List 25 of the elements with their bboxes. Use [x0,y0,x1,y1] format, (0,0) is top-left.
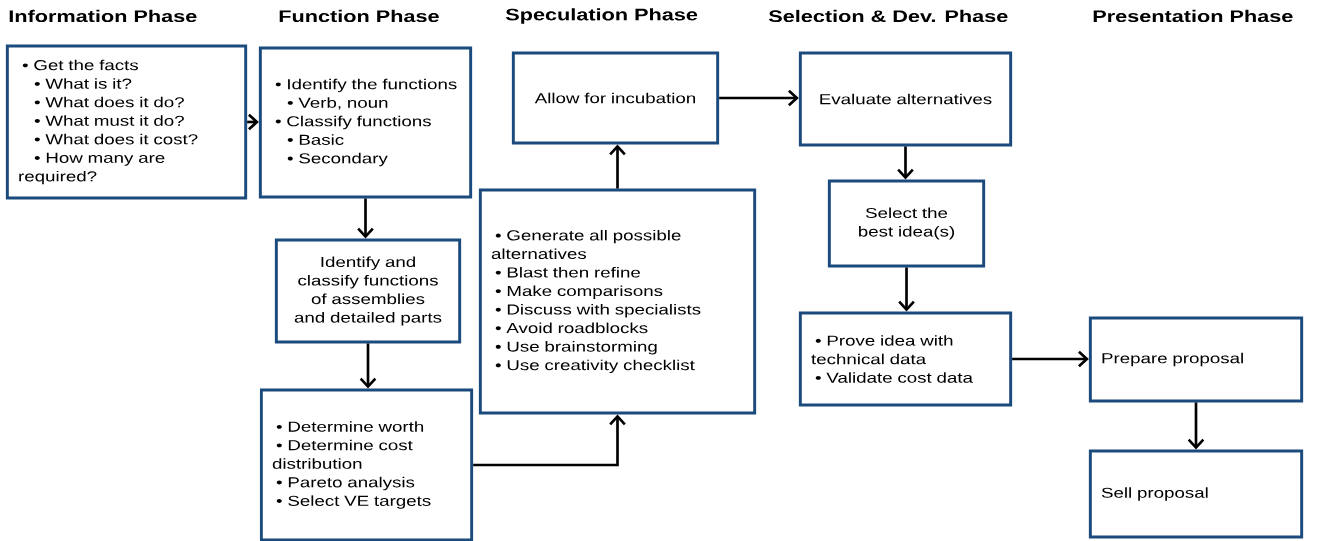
phase-heading: Presentation Phase [1093,9,1293,23]
arrow [609,144,626,189]
arrow [473,414,626,467]
arrow [1187,402,1205,450]
phase-heading: Information Phase [9,9,197,23]
process-box: Sell proposal [1088,449,1304,539]
process-box: • Determine worth • Determine cost distribution • Pareto analysis • Select VE targets [259,388,474,541]
process-box: Evaluate alternatives [798,51,1013,147]
process-box: Allow for incubation [511,51,720,145]
arrow [357,198,374,239]
arrow [897,146,914,180]
process-box: Select the best idea(s) [827,179,986,268]
arrow [359,343,377,389]
phase-heading: Selection & Dev. Phase [768,9,1008,23]
arrow [898,267,915,312]
process-box: • Prove idea with technical data • Validate cost data [798,311,1013,407]
process-box: • Identify the functions • Verb, noun • Classify functions • Basic • Secondary [258,46,473,199]
arrow [1012,350,1089,368]
arrow [719,89,799,107]
process-box: Prepare proposal [1088,316,1304,403]
phase-heading: Function Phase [279,9,439,23]
process-box: • Get the facts • What is it? • What does it do? • What must it do? • What does it cost? • How many are required? [5,44,248,200]
process-box: • Generate all possible alternatives • Blast then refine • Make comparisons • Discuss with specialists • Avoid roadblocks • Use brainstorming • Use creativity checklist [478,188,757,415]
process-box: Identify and classify functions of assemblies and detailed parts [274,238,462,344]
phase-heading: Speculation Phase [505,8,698,24]
